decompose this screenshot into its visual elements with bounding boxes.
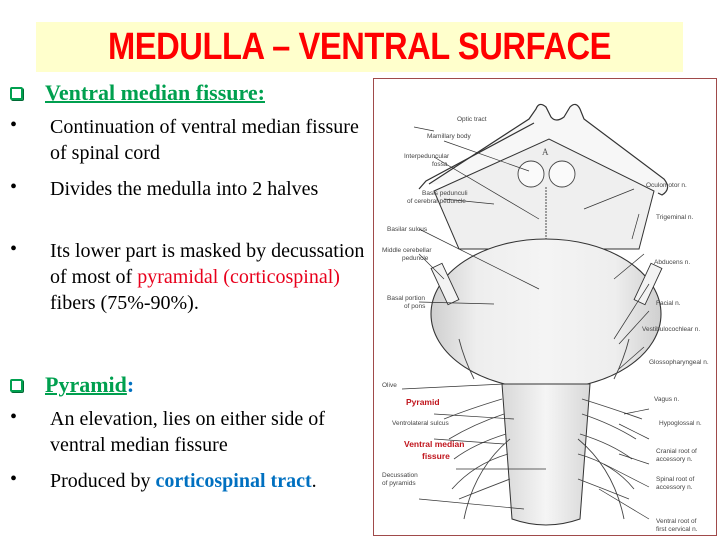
- brainstem-illustration: A: [382, 103, 709, 533]
- checkbox-bullet-icon: [10, 378, 23, 392]
- section-heading-pyramid: Pyramid:: [8, 372, 134, 398]
- bullet-text: Its lower part is masked by decussation …: [50, 240, 365, 314]
- bullet-dot-icon: •: [10, 468, 18, 490]
- bullet-dot-icon: •: [10, 406, 18, 428]
- bullet-text: Produced by corticospinal tract.: [50, 470, 317, 492]
- svg-text:Interpeduncular: Interpeduncular: [404, 153, 450, 160]
- svg-text:Spinal root of: Spinal root of: [656, 476, 694, 483]
- svg-text:Cranial root of: Cranial root of: [656, 448, 697, 455]
- bullet-text: Continuation of ventral median fissure o…: [50, 116, 359, 164]
- svg-text:Hypoglossal n.: Hypoglossal n.: [659, 420, 702, 427]
- svg-text:Oculomotor n.: Oculomotor n.: [646, 182, 687, 189]
- svg-text:accessory n.: accessory n.: [656, 484, 693, 491]
- svg-text:peduncle: peduncle: [402, 255, 429, 262]
- svg-text:Ventral median: Ventral median: [404, 439, 464, 449]
- bullet-dot-icon: •: [10, 238, 18, 260]
- svg-text:Basilar sulcus: Basilar sulcus: [387, 226, 428, 233]
- svg-text:Abducens n.: Abducens n.: [654, 259, 690, 266]
- heading-colon: :: [126, 372, 135, 397]
- svg-text:Optic tract: Optic tract: [457, 116, 487, 123]
- svg-text:Basal portion: Basal portion: [387, 295, 425, 302]
- slide-title: MEDULLA – VENTRAL SURFACE: [107, 25, 612, 68]
- svg-text:Trigeminal n.: Trigeminal n.: [656, 214, 694, 221]
- svg-text:Glossopharyngeal n.: Glossopharyngeal n.: [649, 359, 709, 366]
- svg-text:fissure: fissure: [422, 451, 450, 461]
- left-labels: Optic tract Mamillary body Interpeduncul…: [382, 116, 487, 487]
- heading-text: Pyramid: [45, 372, 127, 397]
- bullet-text: An elevation, lies on either side of ven…: [50, 408, 325, 456]
- section-heading-ventral-median-fissure: Ventral median fissure:: [8, 80, 265, 106]
- svg-text:Olive: Olive: [382, 382, 397, 389]
- highlight-pyramidal: pyramidal (corticospinal): [137, 266, 340, 288]
- svg-text:first cervical n.: first cervical n.: [656, 526, 698, 533]
- svg-text:Decussation: Decussation: [382, 472, 418, 479]
- svg-text:of cerebral peduncle: of cerebral peduncle: [407, 198, 466, 205]
- bullet-dot-icon: •: [10, 176, 18, 198]
- highlight-corticospinal: corticospinal tract: [155, 470, 312, 492]
- brainstem-diagram: A: [373, 78, 717, 536]
- svg-text:A: A: [542, 147, 549, 157]
- svg-text:Ventrolateral sulcus: Ventrolateral sulcus: [392, 420, 449, 427]
- heading-text: Ventral median fissure:: [45, 80, 265, 105]
- svg-text:of pyramids: of pyramids: [382, 480, 416, 487]
- svg-text:fossa: fossa: [432, 161, 448, 168]
- svg-text:Middle cerebellar: Middle cerebellar: [382, 247, 432, 254]
- right-labels: Oculomotor n. Trigeminal n. Abducens n. …: [642, 182, 709, 533]
- bullet-text: Divides the medulla into 2 halves: [50, 178, 319, 200]
- svg-text:Vestibulocochlear n.: Vestibulocochlear n.: [642, 326, 700, 333]
- svg-text:Basis pedunculi: Basis pedunculi: [422, 190, 468, 197]
- title-banner: MEDULLA – VENTRAL SURFACE: [36, 22, 683, 72]
- svg-text:Vagus n.: Vagus n.: [654, 396, 679, 403]
- svg-text:Mamillary body: Mamillary body: [427, 133, 471, 140]
- svg-text:Pyramid: Pyramid: [406, 397, 440, 407]
- svg-text:Ventral root of: Ventral root of: [656, 518, 697, 525]
- svg-text:of pons: of pons: [404, 303, 426, 310]
- svg-text:Facial n.: Facial n.: [656, 300, 681, 307]
- bullet-dot-icon: •: [10, 114, 18, 136]
- checkbox-bullet-icon: [10, 86, 23, 100]
- svg-text:accessory n.: accessory n.: [656, 456, 693, 463]
